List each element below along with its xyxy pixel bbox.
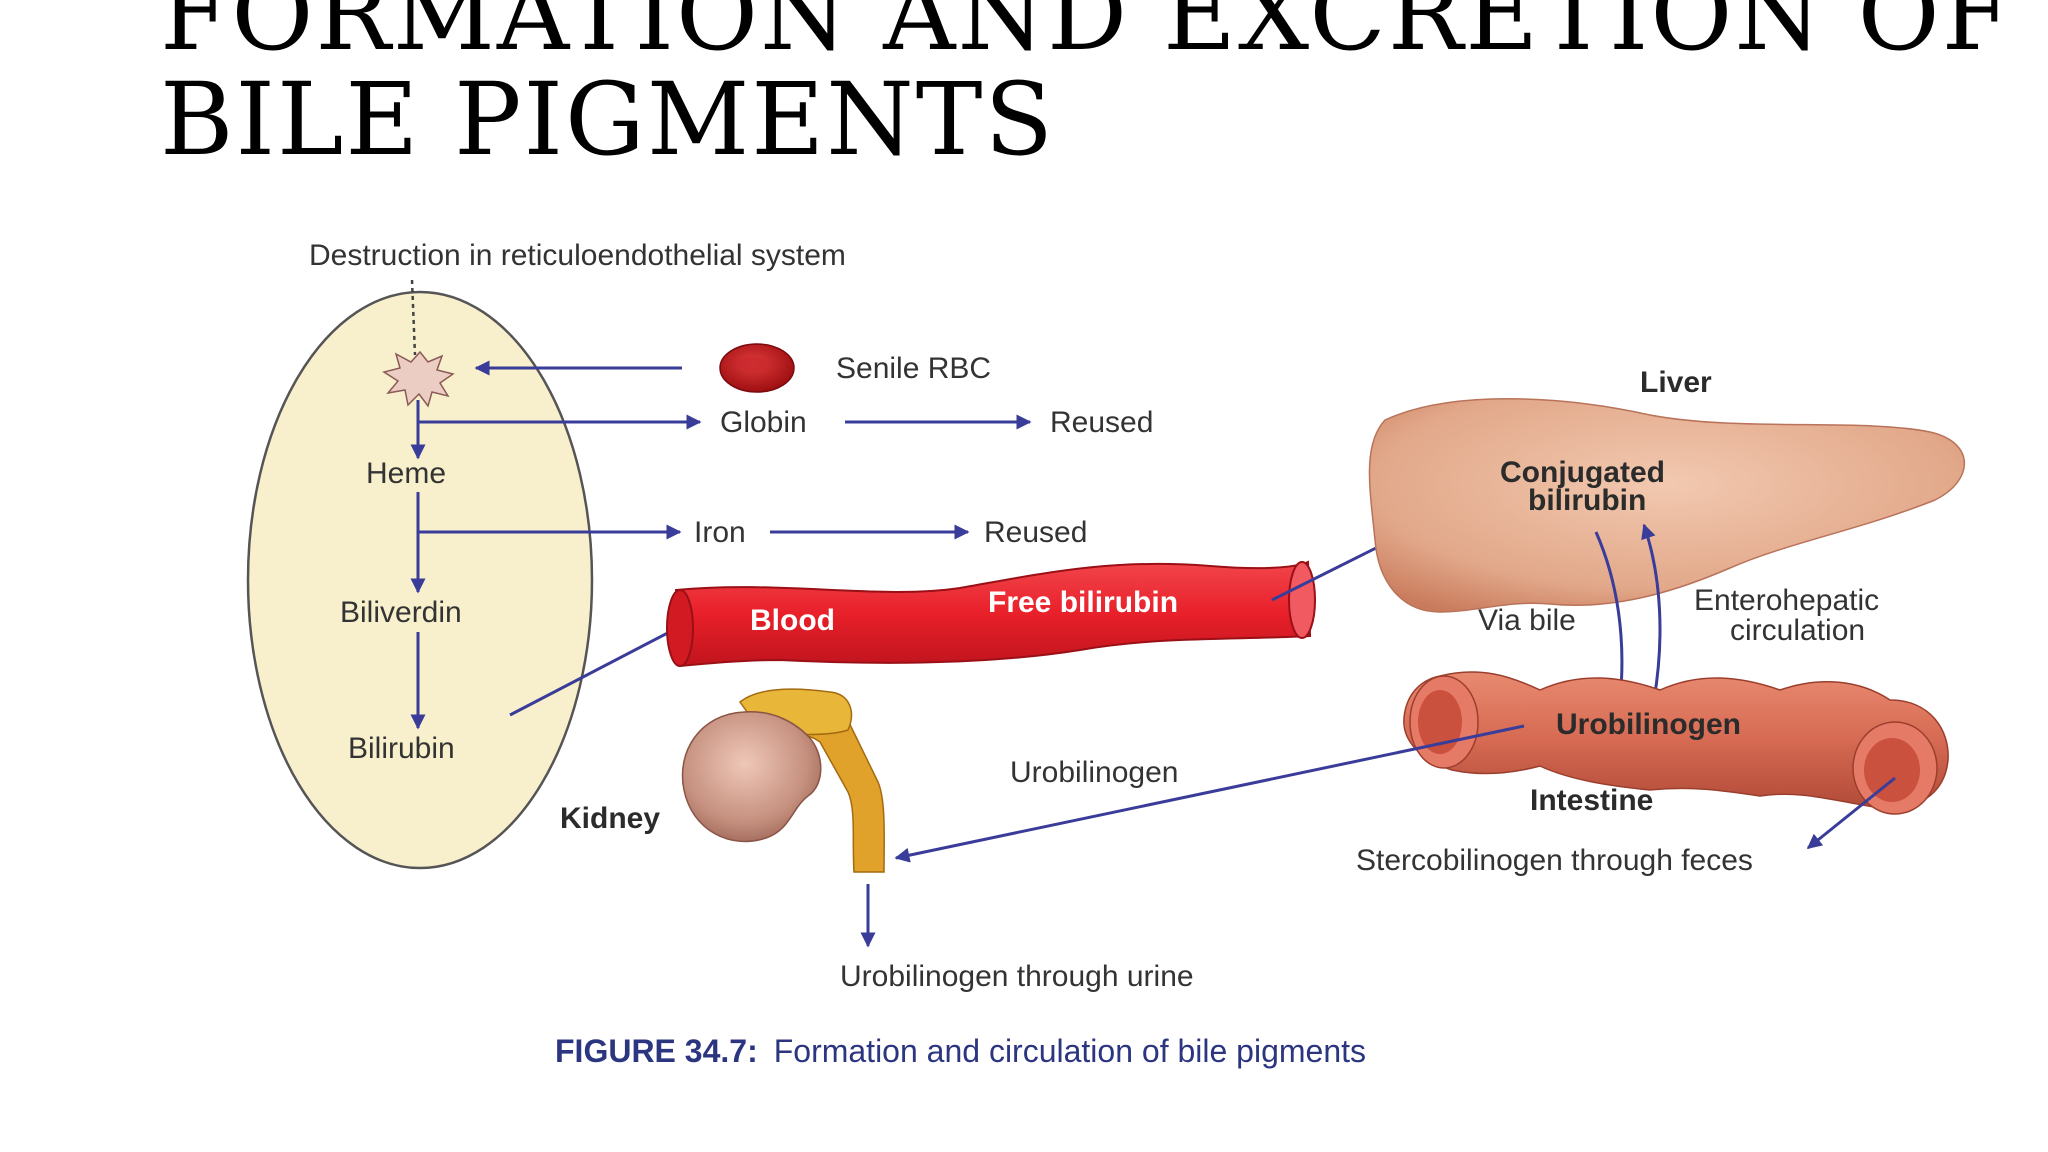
slide-title-line-1: FORMATION AND EXCRETION OF bbox=[160, 0, 2014, 73]
rbc-burst-icon bbox=[382, 350, 455, 408]
liver-label: Liver bbox=[1640, 366, 1712, 399]
slide-title-line-2: BILE PIGMENTS bbox=[160, 61, 1055, 178]
biliverdin-label: Biliverdin bbox=[340, 596, 462, 629]
free-bilirubin-label: Free bilirubin bbox=[988, 586, 1178, 619]
arrow-via-bile bbox=[1594, 531, 1629, 702]
conjugated-bilirubin-label-line1: Conjugated bbox=[1500, 456, 1665, 489]
urobilinogen-intestine-label: Urobilinogen bbox=[1556, 708, 1741, 741]
kidney-organ bbox=[681, 711, 822, 843]
via-bile-label: Via bile bbox=[1478, 604, 1576, 637]
enterohepatic-label-line2: circulation bbox=[1730, 614, 1865, 647]
blood-label: Blood bbox=[750, 604, 835, 637]
heme-label: Heme bbox=[366, 457, 446, 490]
destruction-label: Destruction in reticuloendothelial syste… bbox=[309, 239, 846, 272]
arrow-intestine-to-kidney bbox=[894, 724, 1525, 863]
liver-organ bbox=[1368, 398, 1966, 613]
urobilinogen-urine-label: Urobilinogen through urine bbox=[840, 960, 1194, 993]
stercobilinogen-label: Stercobilinogen through feces bbox=[1356, 844, 1753, 877]
blood-vessel bbox=[674, 560, 1312, 668]
intestine-left-end-lumen bbox=[1418, 690, 1462, 754]
conjugated-bilirubin-label-line2: bilirubin bbox=[1528, 484, 1646, 517]
senile-rbc-highlight bbox=[737, 357, 767, 371]
arrow-enterohepatic bbox=[1641, 523, 1662, 701]
iron-label: Iron bbox=[694, 516, 746, 549]
kidney-label: Kidney bbox=[560, 802, 660, 835]
senile-rbc-label: Senile RBC bbox=[836, 352, 991, 385]
urobilinogen-to-kidney-label: Urobilinogen bbox=[1010, 756, 1178, 789]
globin-reused-label: Reused bbox=[1050, 406, 1153, 439]
figure-caption-text: Formation and circulation of bile pigmen… bbox=[774, 1033, 1366, 1069]
intestine-right-end-lumen bbox=[1864, 738, 1920, 802]
blood-vessel-right-end bbox=[1288, 561, 1316, 639]
blood-vessel-left-end bbox=[666, 589, 694, 667]
figure-caption-number: FIGURE 34.7: bbox=[555, 1033, 758, 1069]
iron-reused-label: Reused bbox=[984, 516, 1087, 549]
arrow-bilirubin-to-blood bbox=[509, 623, 685, 717]
globin-label: Globin bbox=[720, 406, 807, 439]
intestine-label: Intestine bbox=[1530, 784, 1653, 817]
arrow-to-feces bbox=[1806, 776, 1896, 850]
enterohepatic-label-line1: Enterohepatic bbox=[1694, 584, 1879, 617]
figure-caption: FIGURE 34.7: Formation and circulation o… bbox=[555, 1033, 1366, 1069]
bilirubin-label: Bilirubin bbox=[348, 732, 455, 765]
